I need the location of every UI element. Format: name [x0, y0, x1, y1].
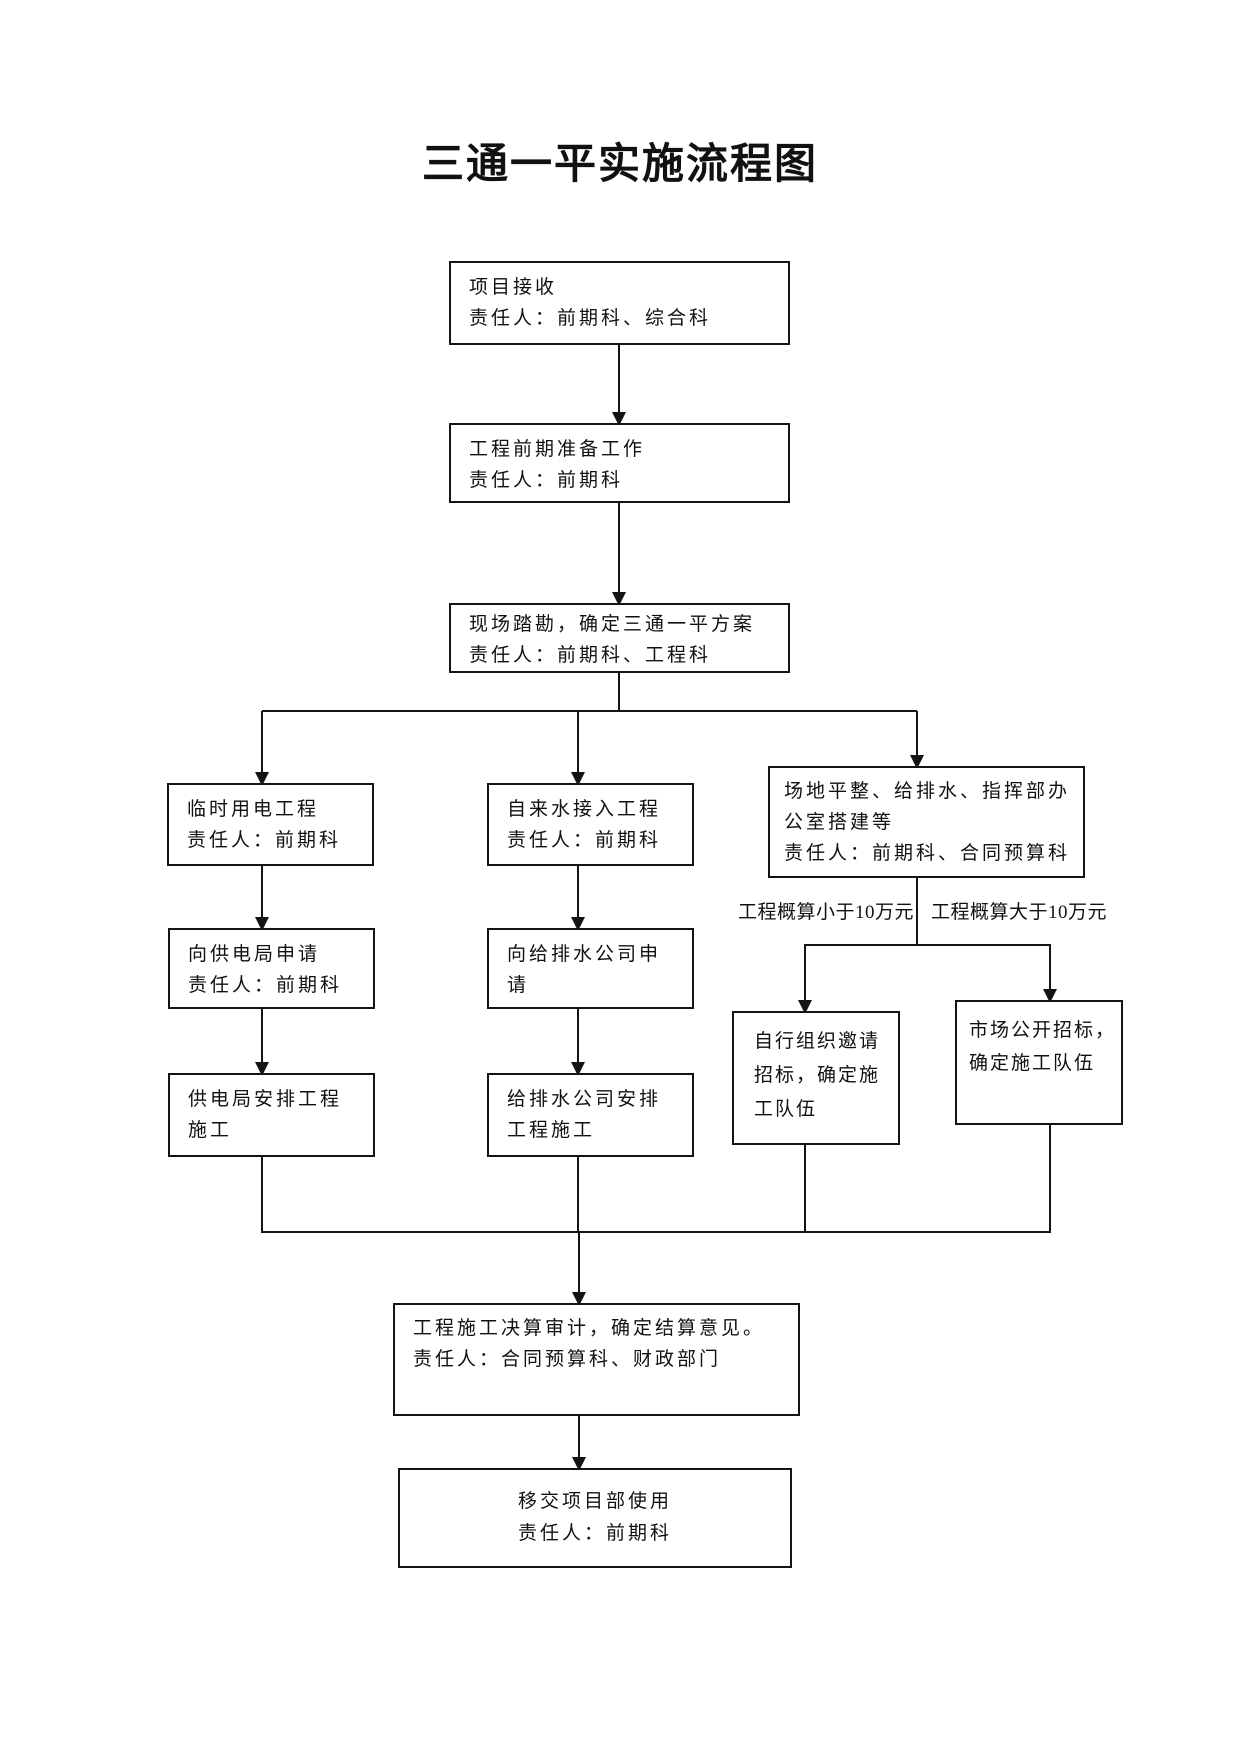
node-line: 工程前期准备工作: [469, 439, 646, 460]
node-line: 场地平整、给排水、指挥部办: [784, 781, 1071, 802]
node-temp-power: 临时用电工程 责任人：前期科: [167, 783, 374, 866]
edge-label-budget-under: 工程概算小于10万元: [738, 902, 915, 923]
diagram-title: 三通一平实施流程图: [421, 140, 818, 187]
node-line: 自行组织邀请: [754, 1031, 881, 1052]
node-line: 确定施工队伍: [969, 1053, 1096, 1074]
node-line: 招标，确定施: [754, 1065, 881, 1086]
node-water-construction: 给排水公司安排 工程施工: [487, 1073, 694, 1157]
node-line: 施工: [188, 1120, 233, 1141]
node-line: 公室搭建等: [784, 812, 895, 833]
arrowheads: [255, 412, 1057, 1471]
node-line: 临时用电工程: [187, 799, 320, 820]
node-line: 给排水公司安排: [507, 1089, 662, 1110]
node-audit: 工程施工决算审计，确定结算意见。 责任人：合同预算科、财政部门: [393, 1303, 800, 1416]
node-line: 责任人：合同预算科、财政部门: [413, 1349, 722, 1370]
node-line: 责任人：前期科: [469, 470, 624, 491]
node-line: 责任人：前期科: [187, 830, 342, 851]
node-line: 责任人：前期科、合同预算科: [784, 843, 1071, 864]
edge-label-budget-over: 工程概算大于10万元: [931, 902, 1108, 923]
node-apply-power-bureau: 向供电局申请 责任人：前期科: [168, 928, 375, 1009]
node-line: 供电局安排工程: [188, 1089, 343, 1110]
node-line: 市场公开招标，: [969, 1020, 1117, 1041]
node-handover: 移交项目部使用 责任人：前期科: [398, 1468, 792, 1568]
node-apply-water-company: 向给排水公司申 请: [487, 928, 694, 1009]
node-line: 向供电局申请: [188, 944, 321, 965]
node-project-acceptance: 项目接收 责任人：前期科、综合科: [449, 261, 790, 345]
node-line: 责任人：前期科: [517, 1523, 672, 1544]
node-line: 责任人：前期科、综合科: [469, 308, 712, 329]
node-water-access: 自来水接入工程 责任人：前期科: [487, 783, 694, 866]
node-line: 向给排水公司申: [507, 944, 662, 965]
node-open-bidding: 市场公开招标， 确定施工队伍: [955, 1000, 1123, 1125]
node-line: 工程施工决算审计，确定结算意见。: [413, 1318, 766, 1339]
node-line: 责任人：前期科、工程科: [469, 645, 712, 666]
node-line: 请: [507, 975, 530, 996]
node-line: 工队伍: [754, 1099, 818, 1120]
node-line: 移交项目部使用: [517, 1491, 672, 1512]
node-line: 项目接收: [469, 277, 558, 298]
node-invited-bidding: 自行组织邀请 招标，确定施 工队伍: [732, 1011, 900, 1145]
node-line: 责任人：前期科: [188, 975, 343, 996]
node-line: 自来水接入工程: [507, 799, 662, 820]
node-site-survey: 现场踏勘，确定三通一平方案 责任人：前期科、工程科: [449, 603, 790, 673]
node-line: 现场踏勘，确定三通一平方案: [469, 614, 756, 635]
node-power-construction: 供电局安排工程 施工: [168, 1073, 375, 1157]
node-site-leveling: 场地平整、给排水、指挥部办 公室搭建等 责任人：前期科、合同预算科: [768, 766, 1085, 878]
node-line: 责任人：前期科: [507, 830, 662, 851]
node-preparation: 工程前期准备工作 责任人：前期科: [449, 423, 790, 503]
node-line: 工程施工: [507, 1120, 596, 1141]
